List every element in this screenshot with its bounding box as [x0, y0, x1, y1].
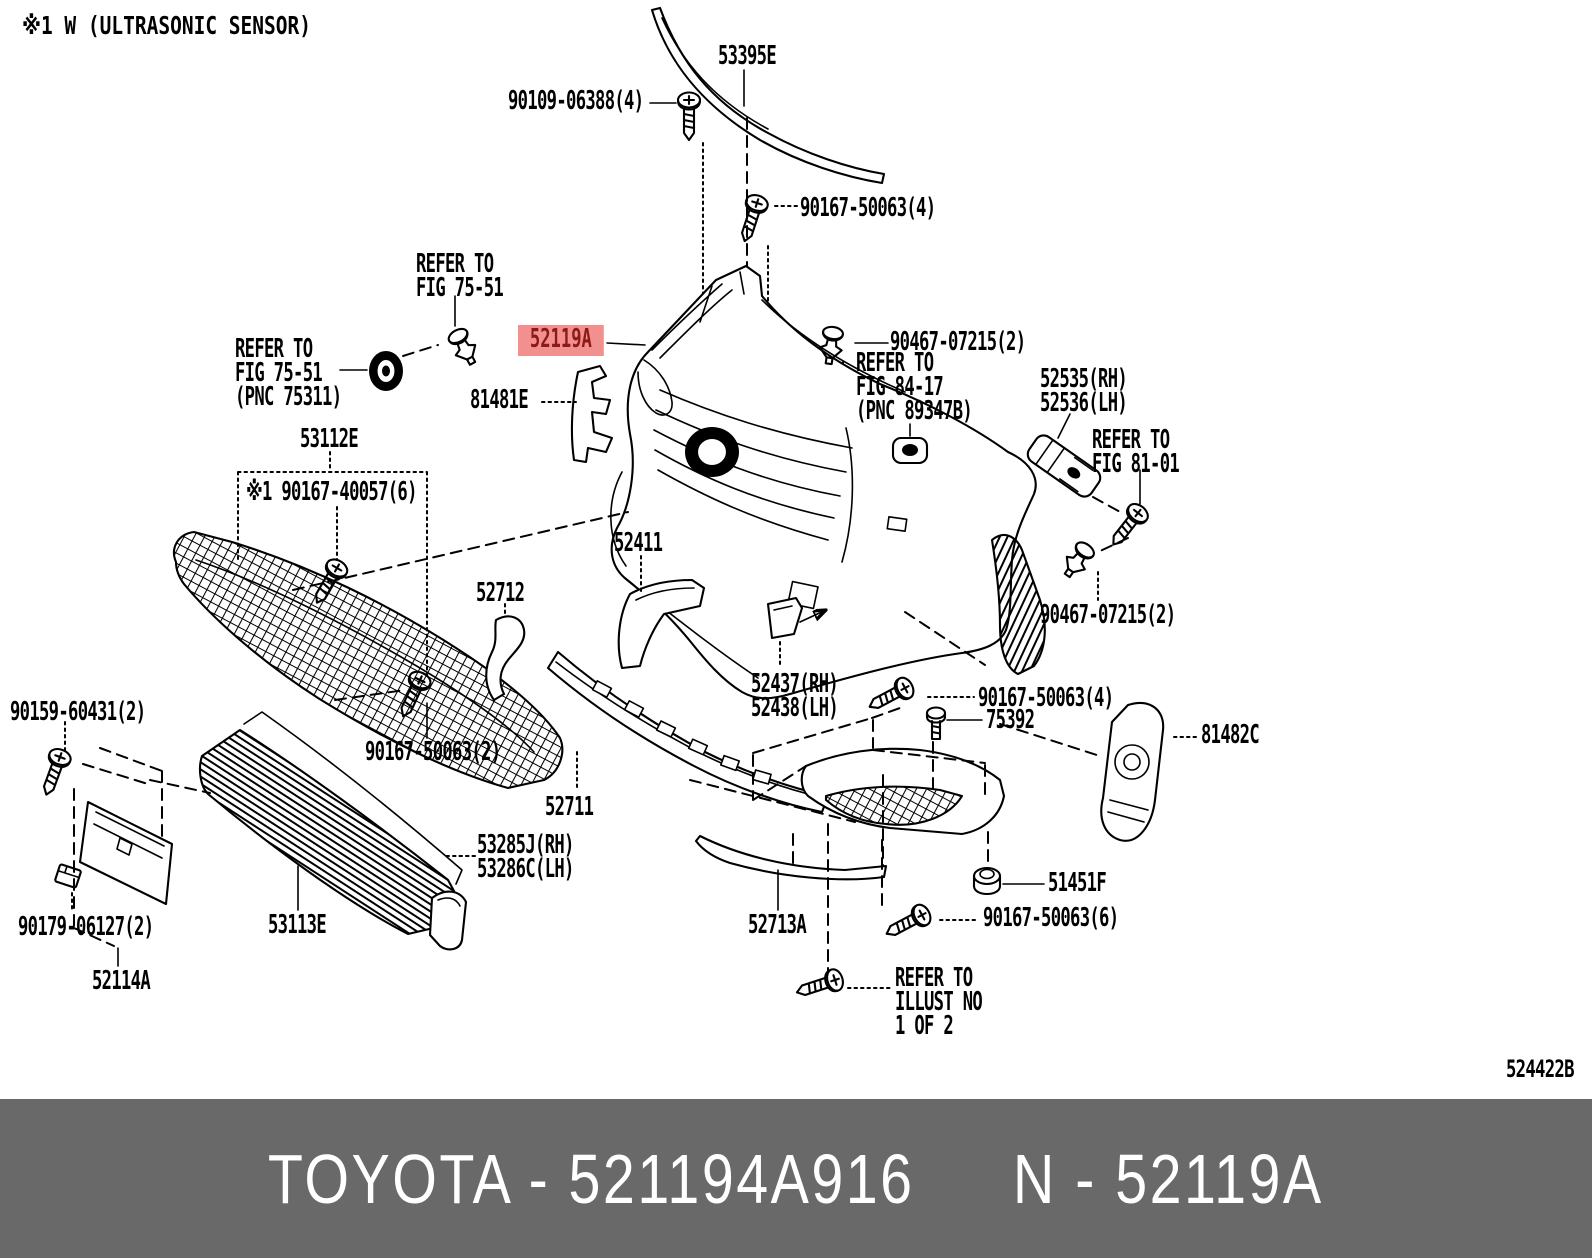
diagram-code: 524422B [1506, 1055, 1575, 1083]
part-label-52535-52536[interactable]: 52535(RH) 52536(LH) [1040, 364, 1128, 418]
sensor-grommet-drawing [891, 436, 929, 465]
part-label-81482c[interactable]: 81482C [1201, 720, 1260, 750]
part-label-90167-50063-4b[interactable]: 90167-50063(4) [978, 683, 1114, 713]
bracket-52712-drawing [485, 615, 526, 702]
part-label-81481e[interactable]: 81481E [470, 385, 529, 415]
part-label-53395e[interactable]: 53395E [718, 41, 777, 71]
part-label-53113e[interactable]: 53113E [268, 910, 327, 940]
part-label-90179-06127[interactable]: 90179-06127(2) [18, 912, 154, 942]
part-label-90167-50063-6[interactable]: 90167-50063(6) [983, 903, 1119, 933]
part-label-52711[interactable]: 52711 [545, 792, 594, 822]
spoiler-drawing [689, 779, 888, 911]
note-refer-fig-81-01: REFER TO FIG 81-01 [1092, 425, 1180, 479]
diagram-line-art [34, 6, 1199, 1004]
part-label-51451f[interactable]: 51451F [1048, 868, 1107, 898]
bumper-side-retainer-drawing [990, 534, 1046, 676]
part-label-75392[interactable]: 75392 [986, 705, 1035, 735]
note-refer-fig-84-17: REFER TO FIG 84-17 (PNC 89347B) [856, 348, 973, 426]
note-refer-illust-no: REFER TO ILLUST NO 1 OF 2 [895, 963, 983, 1041]
part-label-90467-07215-b[interactable]: 90467-07215(2) [1040, 600, 1176, 630]
footer-bar: TOYOTA - 521194A916 N - 52119A [0, 1099, 1592, 1258]
part-label-52114a[interactable]: 52114A [92, 966, 151, 996]
part-label-52411[interactable]: 52411 [614, 528, 663, 558]
part-label-90109-06388[interactable]: 90109-06388(4) [508, 86, 644, 116]
footer-part-reference: N - 52119A [1013, 1139, 1324, 1218]
clip-51451f-drawing [972, 866, 1002, 896]
note-refer-fig-75-51: REFER TO FIG 75-51 [416, 249, 504, 303]
plate-support-drawing [54, 721, 211, 967]
emblem-drawing [369, 344, 439, 391]
lower-bumper-drawing [752, 707, 1006, 876]
front-bumper-cover-drawing [610, 264, 1037, 700]
bracket-52437-drawing [766, 596, 826, 669]
part-label-52712[interactable]: 52712 [476, 578, 525, 608]
note-ultrasonic-sensor: ※1 W (ULTRASONIC SENSOR) [22, 11, 311, 40]
part-label-52119a-selected[interactable]: 52119A [518, 325, 604, 356]
part-label-90467-07215-a[interactable]: 90467-07215(2) [890, 327, 1026, 357]
footer-brand-part-number: TOYOTA - 521194A916 [268, 1139, 915, 1218]
part-label-90167-40057[interactable]: ※1 90167-40057(6) [246, 477, 417, 507]
part-label-90159-60431[interactable]: 90159-60431(2) [10, 697, 146, 727]
bracket-81481e-drawing [570, 364, 614, 464]
fog-bezel-drawing [999, 702, 1165, 842]
hood-molding-drawing [650, 6, 886, 185]
part-label-90167-50063-4a[interactable]: 90167-50063(4) [800, 193, 936, 223]
radiator-grille-drawing [172, 530, 564, 790]
part-label-53112e[interactable]: 53112E [300, 424, 359, 454]
part-label-52713a[interactable]: 52713A [748, 910, 807, 940]
part-label-53285j-53286c[interactable]: 53285J(RH) 53286C(LH) [477, 830, 574, 884]
corner-piece-drawing [428, 890, 468, 951]
note-refer-fig-75-51-pnc-75311: REFER TO FIG 75-51 (PNC 75311) [235, 334, 342, 412]
part-label-90167-50063-2[interactable]: 90167-50063(2) [365, 737, 501, 767]
bumper-support-drawing [546, 578, 830, 814]
part-label-52437-52438[interactable]: 52437(RH) 52438(LH) [751, 669, 839, 723]
